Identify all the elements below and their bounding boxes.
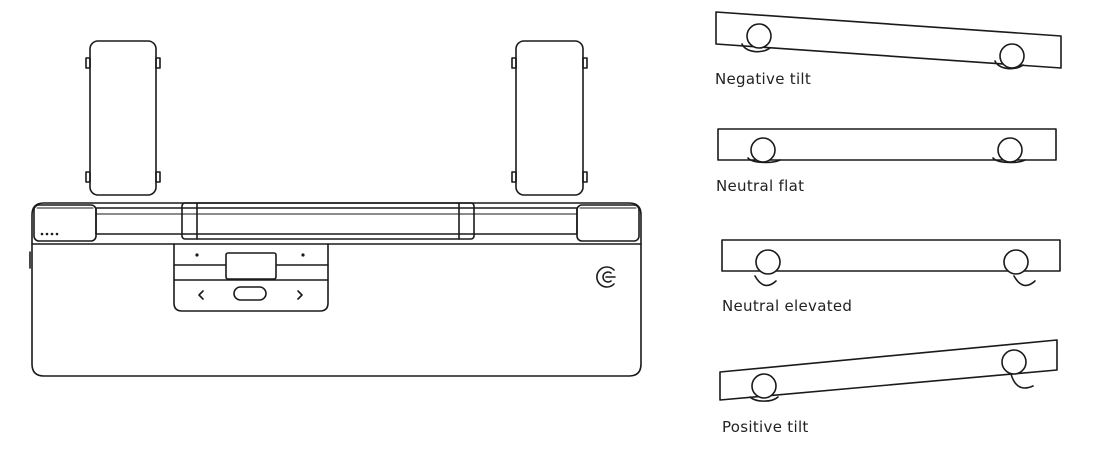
contour-logo-icon: [596, 266, 616, 288]
positive-tilt-diagram: [719, 339, 1058, 402]
right-end-block: [576, 204, 640, 242]
neutral-elevated-label: Neutral elevated: [722, 297, 852, 315]
left-end-block: [33, 204, 97, 242]
scroll-wheel-button[interactable]: [233, 286, 267, 301]
roller-bar[interactable]: [95, 202, 578, 240]
device-base: [31, 202, 642, 377]
neutral-flat-diagram: [717, 128, 1057, 164]
chevron-right-icon[interactable]: [297, 290, 303, 300]
chevron-left-icon[interactable]: [198, 290, 204, 300]
negative-tilt-label: Negative tilt: [715, 70, 811, 88]
left-wrist-pad: [85, 40, 161, 196]
negative-tilt-diagram: [715, 11, 1062, 70]
center-button[interactable]: [225, 252, 277, 280]
neutral-elevated-diagram: [721, 239, 1061, 287]
right-wrist-pad: [511, 40, 588, 196]
positive-tilt-label: Positive tilt: [722, 418, 809, 436]
button-panel: [173, 243, 329, 312]
neutral-flat-label: Neutral flat: [716, 177, 804, 195]
device-top-view: [29, 40, 642, 377]
